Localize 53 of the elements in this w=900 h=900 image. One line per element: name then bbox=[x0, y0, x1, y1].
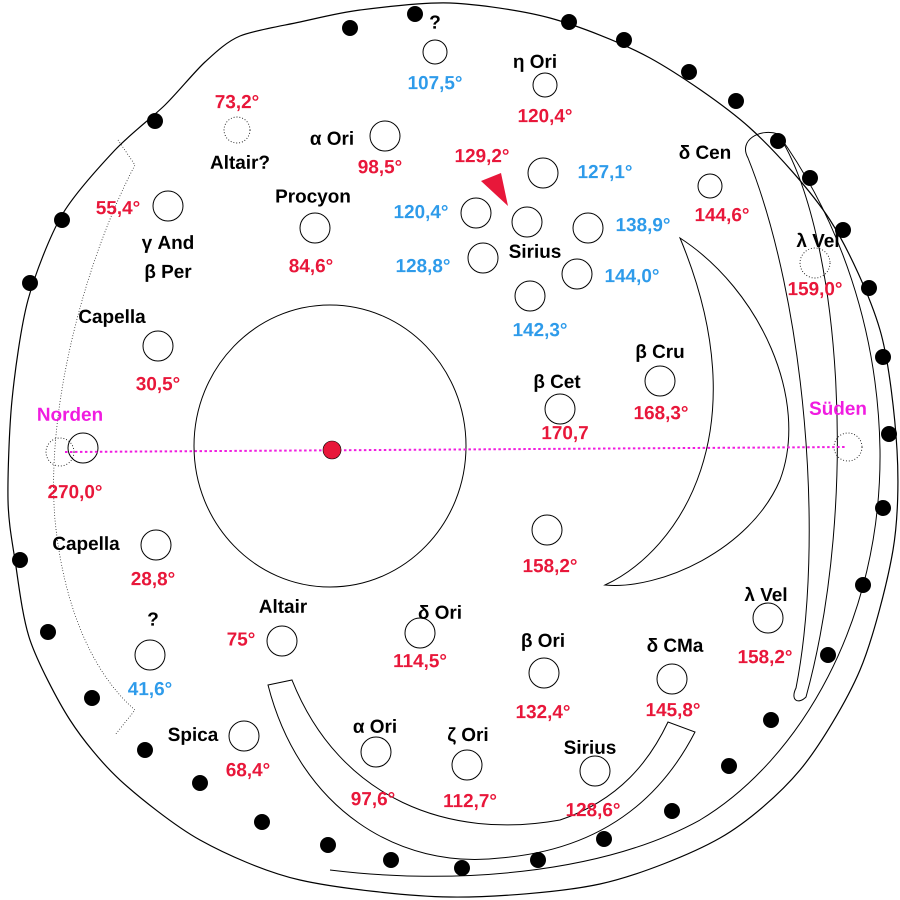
star-label: 144,0° bbox=[606, 268, 659, 286]
star-label: 97,6° bbox=[351, 792, 394, 808]
star-label: 132,4° bbox=[516, 704, 570, 722]
star-label: 127,1° bbox=[578, 164, 632, 182]
star-label: Capella bbox=[79, 309, 146, 327]
star-label: 138,9° bbox=[616, 218, 670, 234]
star-label: β Per bbox=[146, 264, 192, 282]
star-label: 107,5° bbox=[408, 76, 462, 92]
star-label: 75° bbox=[228, 632, 254, 646]
star-label: 98,5° bbox=[358, 160, 402, 176]
star-label: δ Cen bbox=[680, 145, 730, 159]
star-label: 30,5° bbox=[136, 376, 180, 394]
star-label: 112,7° bbox=[444, 794, 496, 810]
star-label: ? bbox=[430, 15, 440, 29]
star-label: Altair bbox=[259, 599, 307, 613]
star-label: 142,3° bbox=[514, 322, 567, 340]
star-label: 68,4° bbox=[226, 762, 270, 780]
star-label: β Cet bbox=[534, 374, 580, 392]
star-label: Sirius bbox=[509, 244, 561, 258]
star-label: 129,2° bbox=[456, 148, 509, 166]
star-label: Spica bbox=[168, 727, 218, 745]
star-label: 84,6° bbox=[289, 258, 332, 276]
star-label: β Cru bbox=[636, 344, 684, 362]
star-label: 158,2° bbox=[524, 558, 577, 576]
star-label: 168,3° bbox=[634, 406, 688, 422]
star-label: 158,2° bbox=[738, 650, 792, 666]
star-label: β Ori bbox=[522, 633, 564, 651]
star-label: 114,5° bbox=[394, 654, 446, 670]
star-label: ? bbox=[148, 612, 158, 626]
star-label: Altair? bbox=[210, 155, 269, 169]
star-label: 145,8° bbox=[646, 702, 700, 720]
star-label: α Ori bbox=[310, 131, 353, 145]
star-label: 28,8° bbox=[131, 572, 174, 588]
star-label: 41,6° bbox=[128, 682, 172, 698]
star-label: Sirius bbox=[564, 740, 616, 754]
star-label: 170,7 bbox=[542, 426, 588, 442]
star-label: 128,8° bbox=[396, 258, 450, 276]
star-label: Norden bbox=[38, 407, 102, 421]
star-label: 144,6° bbox=[696, 208, 749, 224]
star-label: δ CMa bbox=[647, 638, 704, 652]
star-label: ζ Ori bbox=[448, 727, 488, 745]
star-label: λ Vel bbox=[744, 586, 786, 602]
star-label: 73,2° bbox=[216, 94, 258, 112]
star-label: Capella bbox=[53, 536, 120, 554]
star-label: η Ori bbox=[514, 54, 556, 72]
star-label: γ And bbox=[142, 235, 194, 253]
star-label: 270,0° bbox=[48, 484, 102, 502]
star-label: Procyon bbox=[276, 190, 350, 206]
star-label: 120,4° bbox=[394, 204, 448, 222]
star-label: δ Ori bbox=[418, 605, 461, 619]
star-label: 120,4° bbox=[518, 108, 572, 126]
star-label: α Ori bbox=[354, 719, 396, 733]
star-label: 55,4° bbox=[96, 200, 140, 218]
